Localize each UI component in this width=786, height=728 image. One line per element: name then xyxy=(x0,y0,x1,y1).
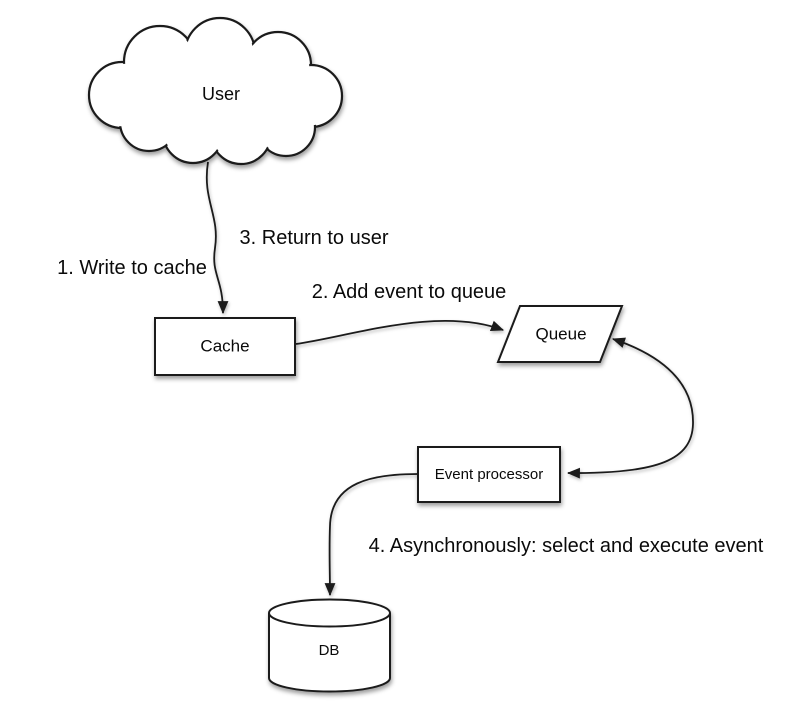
arrow-queue-event-processor-bidirectional xyxy=(566,337,694,479)
step4-label: 4. Asynchronously: select and execute ev… xyxy=(368,535,764,557)
queue-parallelogram-shape xyxy=(496,305,624,363)
arrow-user-to-cache xyxy=(205,161,229,315)
db-cylinder-top xyxy=(268,598,391,628)
cloud-fill-mask xyxy=(90,19,341,163)
user-node-label: User xyxy=(201,84,241,105)
queue-node-label: Queue xyxy=(535,324,587,344)
arrow-event-processor-to-db xyxy=(324,473,419,597)
cache-node-label: Cache xyxy=(200,336,250,356)
step1-label: 1. Write to cache xyxy=(57,257,207,279)
step2-label: 2. Add event to queue xyxy=(311,281,507,303)
step3-label: 3. Return to user xyxy=(239,227,389,249)
event-processor-box-shape xyxy=(417,446,561,503)
cache-box-shape xyxy=(154,317,296,376)
db-node-label: DB xyxy=(318,641,340,659)
user-cloud-shape xyxy=(87,16,344,166)
db-cylinder-shape xyxy=(268,598,391,693)
event-processor-node-label: Event processor xyxy=(434,465,544,483)
db-cylinder-body xyxy=(268,613,391,693)
arrow-cache-to-queue xyxy=(295,319,505,345)
